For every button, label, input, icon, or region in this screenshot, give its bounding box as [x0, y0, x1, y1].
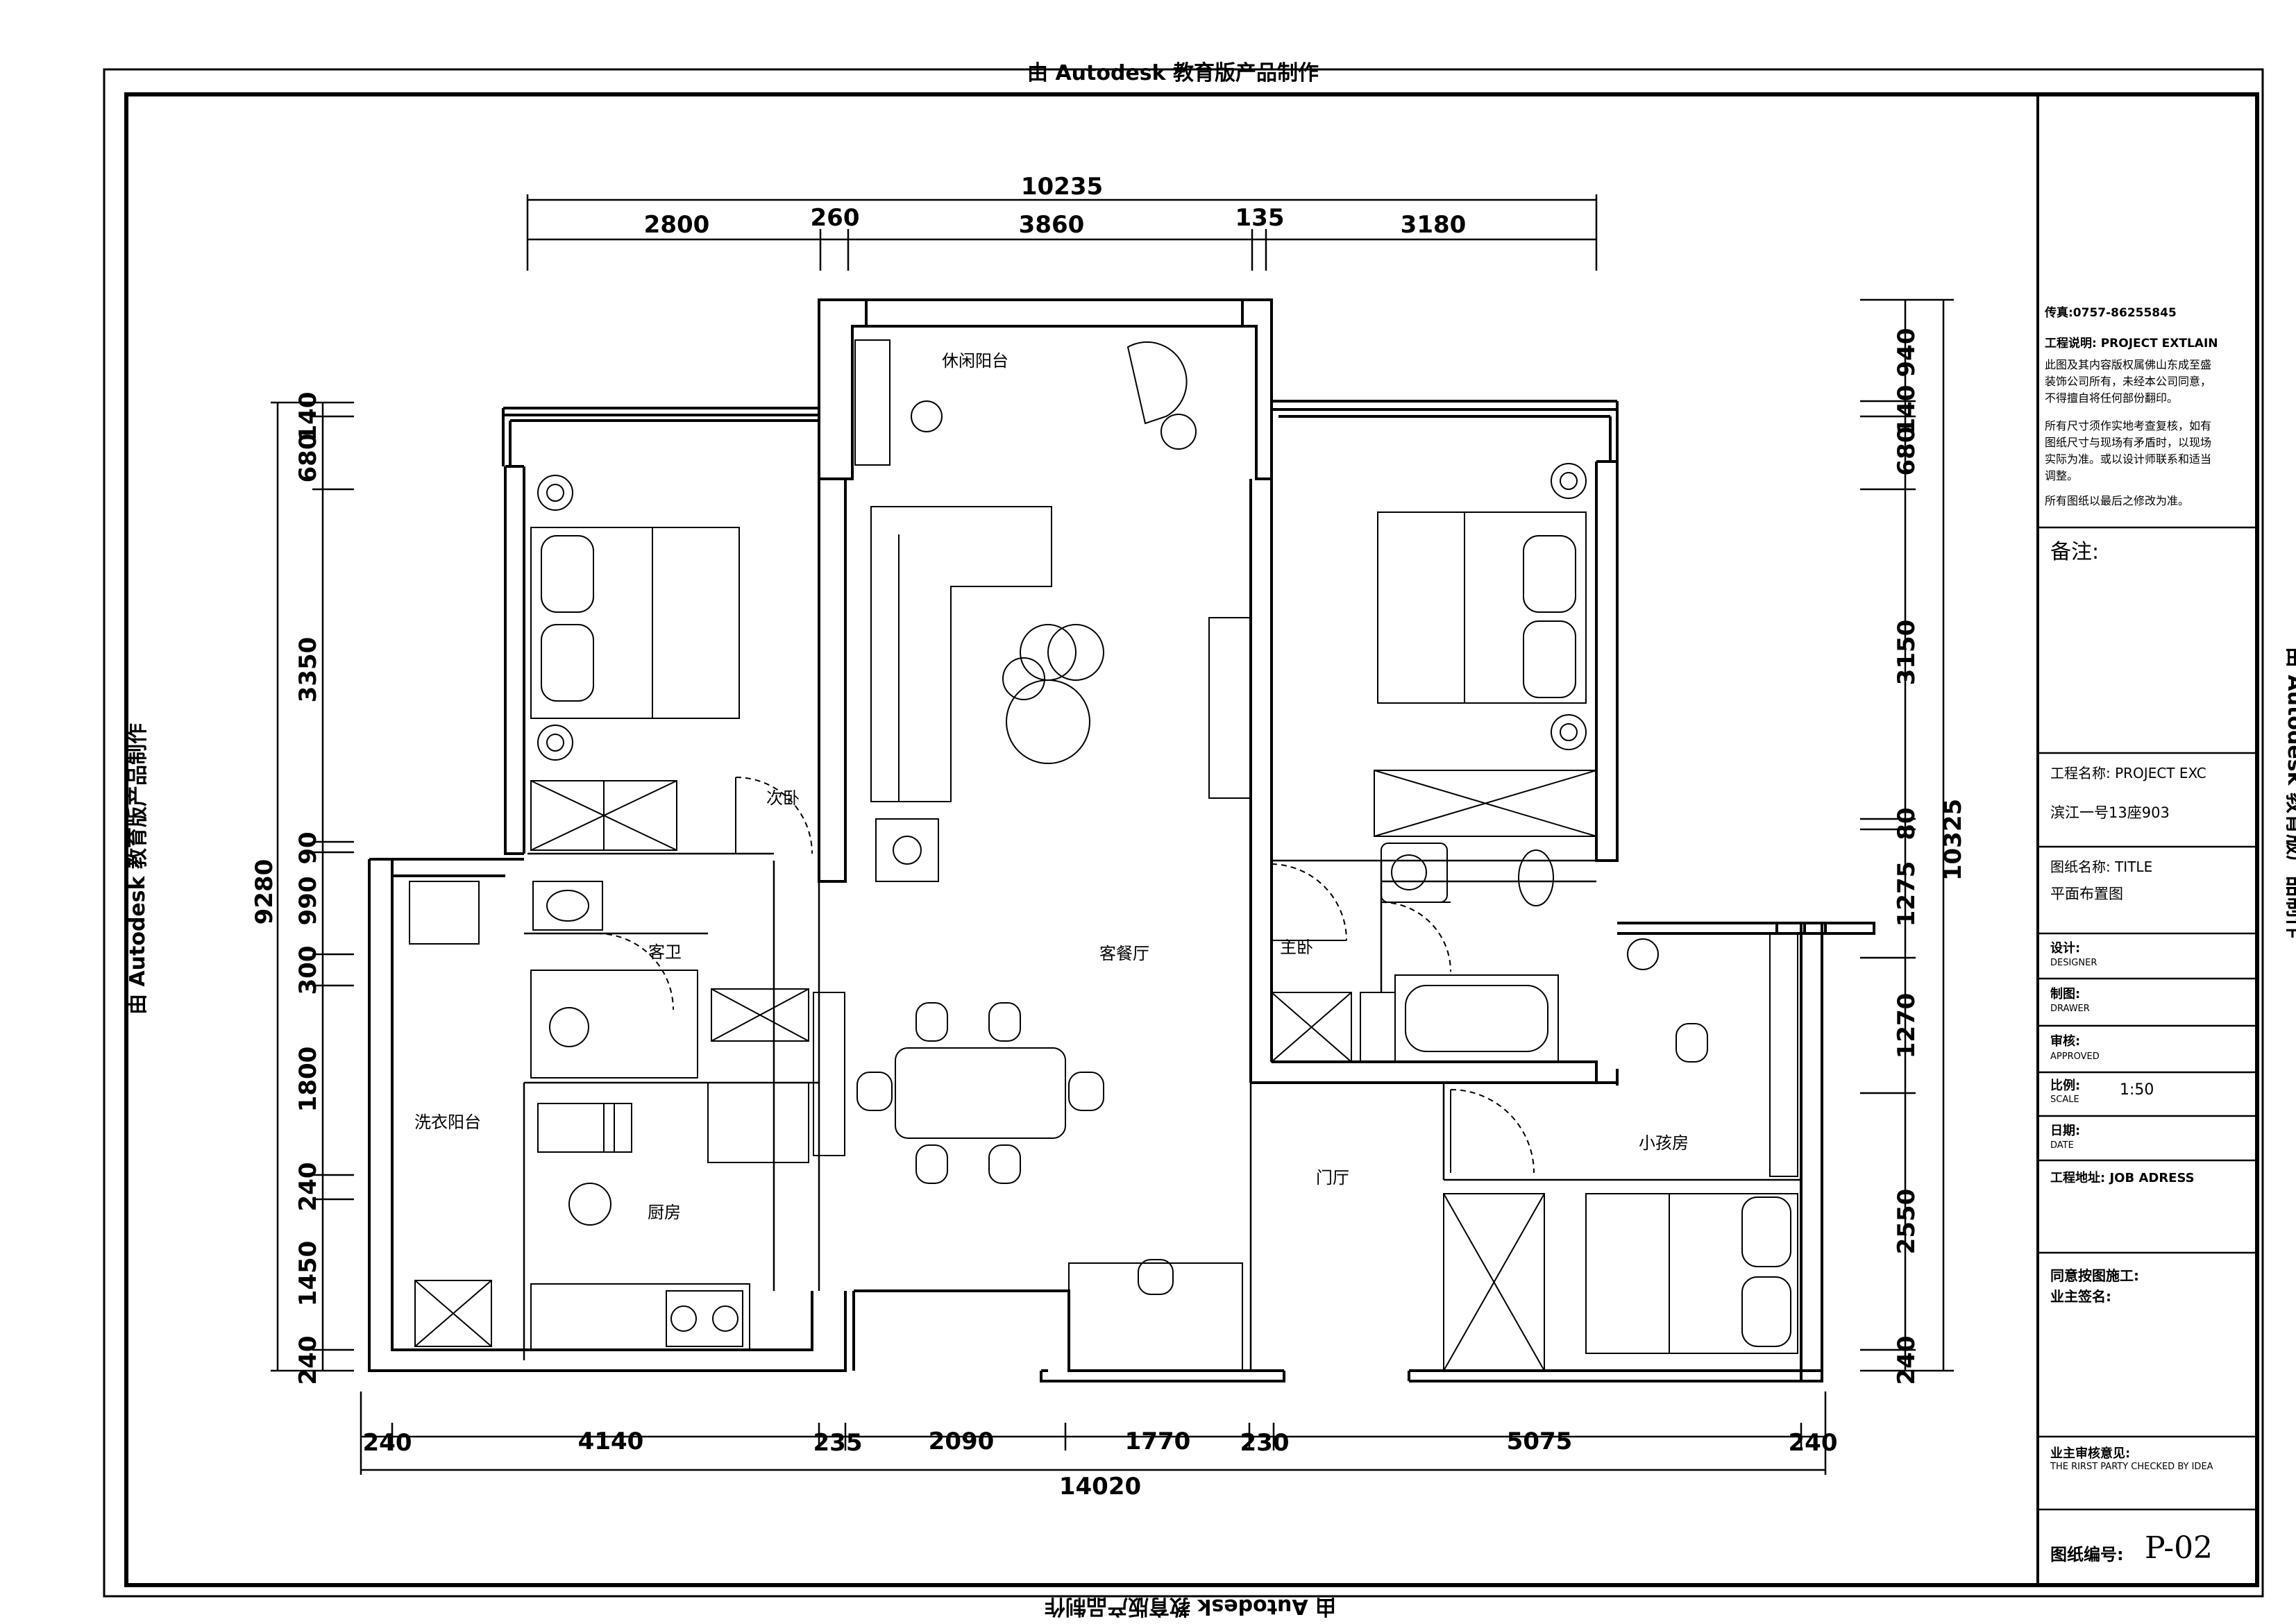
- dim-right-6: 1270: [1893, 993, 1921, 1059]
- dim-left-9: 240: [294, 1336, 322, 1385]
- dim-right-2: 680: [1893, 427, 1921, 476]
- watermark-left: 由 Autodesk 教育版产品制作: [126, 722, 151, 1015]
- outer-frame: [103, 68, 2264, 1598]
- bed-second: [530, 527, 740, 719]
- note-copyright-3: 不得擅自将任何部份翻印。: [2045, 391, 2179, 405]
- dim-bottom-2: 235: [813, 1429, 863, 1457]
- dim-left-4: 990: [294, 877, 322, 926]
- dim-right-total: 10325: [1939, 799, 1967, 881]
- dim-left-3: 90: [294, 831, 322, 864]
- room-living-dining: 客餐厅: [1099, 944, 1149, 963]
- watermark-top: 由 Autodesk 教育版产品制作: [1027, 61, 1319, 85]
- dim-left-2: 3350: [294, 637, 322, 703]
- dim-top-4: 3180: [1401, 211, 1467, 239]
- watermark-bottom: 由 Autodesk 教育版产品制作: [1045, 1594, 1337, 1618]
- walls: [368, 298, 1875, 1382]
- drawn-label: 制图:: [2050, 987, 2081, 1001]
- fax-number: 传真:0757-86255845: [2045, 306, 2177, 320]
- project-name: 滨江一号13座903: [2050, 804, 2170, 821]
- room-foyer: 门厅: [1316, 1168, 1349, 1187]
- room-guest-bath: 客卫: [648, 942, 682, 962]
- dim-top-3: 135: [1235, 204, 1285, 232]
- note-copyright-2: 装饰公司所有，未经本公司同意，: [2045, 375, 2212, 388]
- dim-right-8: 240: [1893, 1336, 1921, 1385]
- designer-label: 设计:: [2050, 941, 2081, 956]
- dim-bottom-6: 5075: [1507, 1428, 1573, 1455]
- note-dims-3: 实际为准。或以设计师联系和适当: [2045, 452, 2212, 466]
- dim-right-0: 940: [1893, 328, 1921, 378]
- room-laundry-balcony: 洗衣阳台: [414, 1113, 481, 1132]
- drawing-number: P-02: [2145, 1530, 2213, 1566]
- approved-label: 审核:: [2050, 1034, 2081, 1049]
- dim-right-4: 80: [1893, 807, 1921, 840]
- bed-kids: [1585, 1193, 1798, 1354]
- scale-en: SCALE: [2050, 1094, 2079, 1105]
- dim-left-5: 300: [294, 946, 322, 995]
- dim-bottom-4: 1770: [1125, 1428, 1191, 1455]
- dim-left-6: 1800: [294, 1047, 322, 1113]
- owner-review-label: 业主审核意见:: [2050, 1446, 2131, 1461]
- dim-right-5: 1275: [1893, 861, 1921, 927]
- drawing-no-label: 图纸编号:: [2050, 1545, 2124, 1564]
- dim-top-1: 260: [811, 204, 860, 232]
- partitions: [523, 852, 1801, 1371]
- scale-label: 比例:: [2050, 1079, 2081, 1093]
- owner-sign-label: 业主签名:: [2050, 1288, 2111, 1305]
- dim-bottom-0: 240: [363, 1429, 412, 1457]
- dim-left-0: 140: [294, 392, 322, 441]
- room-second-bedroom: 次卧: [766, 788, 800, 808]
- inner-frame: [124, 92, 2259, 1587]
- date-label: 日期:: [2050, 1124, 2081, 1138]
- dim-bottom-3: 2090: [929, 1428, 995, 1455]
- dim-left-total: 9280: [251, 859, 278, 925]
- scale-value: 1:50: [2120, 1081, 2154, 1099]
- room-leisure-balcony: 休闲阳台: [942, 351, 1008, 371]
- bed-master: [1377, 511, 1587, 704]
- dim-right-1: 140: [1893, 385, 1921, 434]
- job-address-label: 工程地址: JOB ADRESS: [2050, 1171, 2195, 1185]
- dimension-lines: [271, 194, 1954, 1475]
- note-copyright-1: 此图及其内容版权属佛山东成至盛: [2045, 358, 2212, 371]
- room-kitchen: 厨房: [648, 1203, 681, 1222]
- sofa: [870, 506, 1052, 802]
- agree-label: 同意按图施工:: [2050, 1267, 2139, 1284]
- drawing-name: 平面布置图: [2050, 886, 2123, 902]
- room-kids: 小孩房: [1639, 1133, 1689, 1153]
- approved-en: APPROVED: [2050, 1051, 2100, 1062]
- dim-top-total: 10235: [1021, 173, 1103, 201]
- dim-left-1: 680: [294, 434, 322, 483]
- owner-review-en: THE RIRST PARTY CHECKED BY IDEA: [2050, 1462, 2213, 1472]
- dining-table: [895, 1047, 1066, 1139]
- dim-bottom-1: 4140: [578, 1428, 644, 1455]
- project-explain-label: 工程说明: PROJECT EXTLAIN: [2045, 337, 2218, 350]
- dim-top-0: 2800: [644, 211, 710, 239]
- dim-right-3: 3150: [1893, 620, 1921, 686]
- dim-left-7: 240: [294, 1162, 322, 1212]
- dim-right-7: 2550: [1893, 1189, 1921, 1255]
- watermark-right: 由 Autodesk 教育版产品制作: [2283, 647, 2296, 939]
- drawn-en: DRAWER: [2050, 1004, 2090, 1014]
- dim-left-8: 1450: [294, 1241, 322, 1307]
- note-dims-1: 所有尺寸须作实地考查复核，如有: [2045, 419, 2212, 432]
- title-block-lines: [2038, 526, 2257, 1511]
- designer-en: DESIGNER: [2050, 958, 2097, 968]
- date-en: DATE: [2050, 1140, 2074, 1151]
- dim-bottom-7: 240: [1789, 1429, 1838, 1457]
- dim-top-2: 3860: [1019, 211, 1085, 239]
- dim-bottom-total: 14020: [1059, 1473, 1141, 1500]
- project-name-label: 工程名称: PROJECT EXC: [2050, 765, 2206, 781]
- remarks-label: 备注:: [2050, 540, 2100, 564]
- note-dims-2: 图纸尺寸与现场有矛盾时，以现场: [2045, 436, 2212, 449]
- drawing-name-label: 图纸名称: TITLE: [2050, 858, 2153, 875]
- room-master-bedroom: 主卧: [1280, 938, 1313, 957]
- note-dims-4: 调整。: [2045, 469, 2079, 482]
- dim-bottom-5: 230: [1240, 1429, 1290, 1457]
- furniture: [409, 339, 1798, 1371]
- note-latest: 所有图纸以最后之修改为准。: [2045, 494, 2190, 507]
